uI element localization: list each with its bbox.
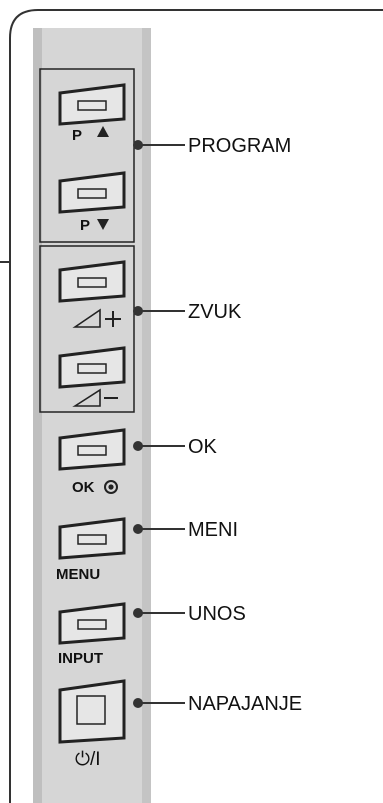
volume-plus-icon — [72, 308, 121, 328]
volume-minus-icon — [72, 388, 118, 407]
panel-edge-shadow-left — [33, 28, 42, 803]
ok-circle-icon — [104, 480, 118, 494]
menu-label: MENU — [56, 566, 101, 583]
callout-ok-line — [133, 441, 185, 451]
callout-napajanje: NAPAJANJE — [188, 693, 303, 715]
callout-unos: UNOS — [188, 603, 246, 625]
program-down-button[interactable] — [58, 171, 126, 214]
callout-meni-line — [133, 524, 185, 534]
input-label: INPUT — [58, 650, 103, 667]
callout-unos-line — [133, 608, 185, 618]
input-button[interactable] — [58, 602, 126, 645]
program-down-label: P — [80, 217, 91, 234]
callout-program-line — [133, 140, 185, 150]
volume-group-box — [39, 245, 135, 413]
callout-program: PROGRAM — [188, 135, 292, 157]
program-up-button[interactable] — [58, 83, 126, 126]
ok-button[interactable] — [58, 428, 126, 471]
callout-napajanje-line — [133, 698, 185, 708]
menu-button[interactable] — [58, 517, 126, 560]
callout-zvuk-line — [133, 306, 185, 316]
callout-ok: OK — [188, 436, 217, 458]
panel-edge-shadow-right — [142, 28, 151, 803]
tv-frame-outline — [9, 9, 383, 803]
volume-up-button[interactable] — [58, 260, 126, 303]
triangle-up-icon — [97, 126, 109, 137]
callout-meni: MENI — [188, 519, 238, 541]
program-group-box — [39, 68, 135, 243]
volume-down-button[interactable] — [58, 346, 126, 389]
triangle-down-icon — [97, 219, 109, 230]
control-panel-strip — [33, 28, 151, 803]
power-button[interactable] — [58, 679, 126, 744]
power-label: ⏻/I — [75, 749, 101, 770]
callout-zvuk: ZVUK — [188, 301, 242, 323]
ok-label: OK — [72, 479, 95, 496]
program-up-label: P — [72, 127, 83, 144]
